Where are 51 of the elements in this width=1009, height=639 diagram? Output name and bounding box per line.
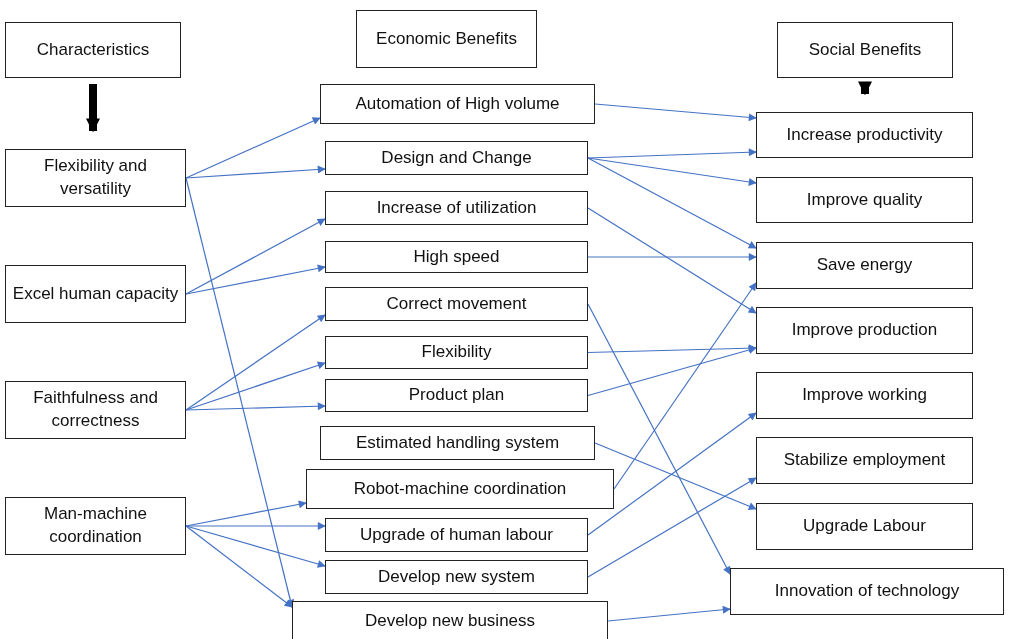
text-box: Improve production (756, 307, 973, 354)
text-box: Estimated handling system (320, 426, 595, 460)
text-box: Economic Benefits (356, 10, 537, 68)
arrow (587, 253, 757, 261)
block-arrow (858, 81, 872, 96)
text-box: Improve working (756, 372, 973, 419)
arrow (185, 264, 326, 295)
arrow (587, 303, 731, 575)
text-box: Stabilize employment (756, 437, 973, 484)
text-box: Flexibility and versatility (5, 149, 186, 207)
arrow (607, 605, 731, 622)
text-box: Upgrade Labour (756, 503, 973, 550)
text-box: Product plan (325, 379, 588, 412)
text-box: High speed (325, 241, 588, 273)
text-box: Robot-machine coordination (306, 469, 614, 509)
arrow (185, 525, 293, 608)
arrow (587, 207, 757, 314)
text-box: Upgrade of human labour (325, 518, 588, 552)
text-box: Man-machine coordination (5, 497, 186, 555)
text-box: Increase of utilization (325, 191, 588, 225)
text-box: Automation of High volume (320, 84, 595, 124)
arrow (587, 157, 757, 249)
arrow (185, 402, 326, 411)
arrow (587, 412, 757, 536)
text-box: Save energy (756, 242, 973, 289)
text-box: Develop new system (325, 560, 588, 594)
text-box: Excel human capacity (5, 265, 186, 323)
arrow (613, 282, 757, 490)
arrow (594, 103, 757, 122)
arrow (185, 525, 326, 568)
arrow (587, 344, 757, 354)
text-box: Flexibility (325, 336, 588, 369)
text-box: Social Benefits (777, 22, 953, 78)
text-box: Correct movement (325, 287, 588, 321)
arrow (185, 522, 326, 530)
text-box: Improve quality (756, 177, 973, 223)
arrow (587, 157, 757, 186)
arrow (185, 117, 321, 179)
text-box: Characteristics (5, 22, 181, 78)
text-box: Faithfulness and correctness (5, 381, 186, 439)
text-box: Design and Change (325, 141, 588, 175)
arrow (587, 477, 757, 578)
arrow (587, 148, 757, 159)
arrow (185, 165, 326, 179)
arrow (594, 442, 757, 510)
arrow (185, 218, 326, 295)
text-box: Develop new business (292, 601, 608, 639)
text-box: Increase productivity (756, 112, 973, 158)
text-box: Innovation of technology (730, 568, 1004, 615)
arrow (185, 314, 326, 411)
arrow (587, 346, 757, 397)
